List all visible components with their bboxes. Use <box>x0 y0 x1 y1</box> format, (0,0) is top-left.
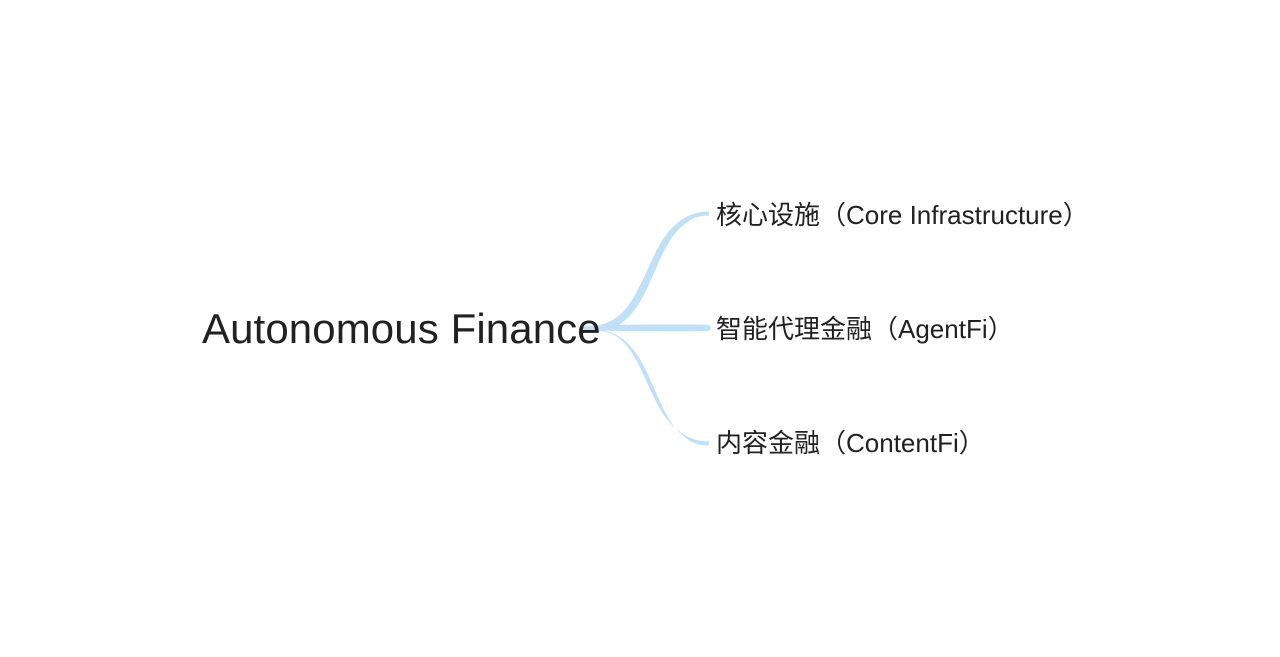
connector-branch-1 <box>583 211 709 332</box>
connector-branch-3 <box>583 329 709 446</box>
branch-node-label: 内容金融（ContentFi） <box>716 428 985 458</box>
branch-node-core-infrastructure[interactable]: 核心设施（Core Infrastructure） <box>716 195 1089 235</box>
connector-branch-2 <box>583 324 711 332</box>
branch-node-agentfi[interactable]: 智能代理金融（AgentFi） <box>716 309 1014 349</box>
root-node-label: Autonomous Finance <box>202 305 601 352</box>
branch-node-contentfi[interactable]: 内容金融（ContentFi） <box>716 423 985 463</box>
branch-node-label: 智能代理金融（AgentFi） <box>716 314 1014 344</box>
branch-node-label: 核心设施（Core Infrastructure） <box>716 200 1089 230</box>
root-node[interactable]: Autonomous Finance <box>202 305 601 353</box>
